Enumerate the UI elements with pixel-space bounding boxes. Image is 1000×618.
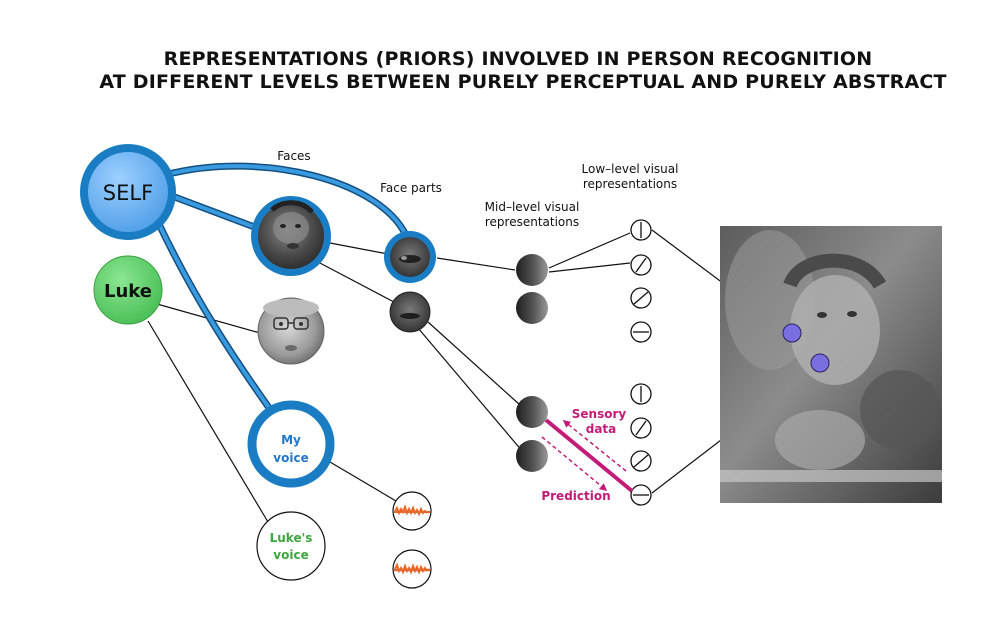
feature-dot-eye: [782, 323, 802, 343]
edge-myvoice-to-sound1: [329, 461, 397, 502]
mid-level-nodes: [516, 254, 548, 472]
edge-facepart2-to-mid4: [417, 327, 524, 453]
low-level-node-diagonal-2: [630, 287, 652, 309]
sensory-link: [544, 418, 634, 493]
diagram-title-line-2: AT DIFFERENT LEVELS BETWEEN PURELY PERCE…: [99, 71, 947, 93]
mid-level-node-1: [516, 254, 548, 286]
low-level-node-diagonal-3: [630, 417, 652, 439]
low-level-node-vertical-2: [630, 383, 652, 405]
luke-label: Luke: [104, 281, 152, 302]
label-faces: Faces: [277, 149, 310, 163]
my-voice-node: My voice: [247, 400, 335, 488]
low-level-node-vertical-1: [630, 219, 652, 241]
luke-face-image: [257, 297, 325, 365]
luke-node: Luke: [93, 255, 163, 325]
low-level-node-horizontal-1: [630, 321, 652, 343]
child-photo: [720, 226, 942, 503]
lukes-voice-node: Luke's voice: [256, 511, 326, 581]
edge-mid1-to-low2: [548, 262, 631, 273]
face-part-self: [384, 231, 436, 283]
feature-dot-mouth: [810, 353, 830, 373]
label-mid-level-2: representations: [485, 215, 579, 229]
sensory-data-label-2: data: [586, 422, 617, 436]
edge-mid1-to-low1: [548, 232, 631, 269]
sensory-prediction-pathway: Sensory data Prediction: [541, 407, 634, 503]
sensory-data-label-1: Sensory: [572, 407, 627, 421]
self-label: SELF: [103, 181, 153, 205]
label-face-parts: Face parts: [380, 181, 442, 195]
label-low-level-1: Low–level visual: [582, 162, 679, 176]
sound-snippet-1: [392, 491, 432, 531]
edge-face-to-facepart1: [329, 242, 389, 255]
diagram-title-line-1: REPRESENTATIONS (PRIORS) INVOLVED IN PER…: [163, 48, 873, 70]
label-low-level-2: representations: [583, 177, 677, 191]
label-mid-level-1: Mid–level visual: [485, 200, 580, 214]
low-level-nodes: [630, 219, 652, 506]
low-level-node-horizontal-2: [630, 484, 652, 506]
edge-facepart2-to-mid3: [427, 321, 521, 406]
lukes-voice-label-2: voice: [273, 548, 308, 562]
sound-snippet-2: [392, 549, 432, 589]
mid-level-node-4: [516, 440, 548, 472]
self-node: SELF: [80, 144, 176, 240]
edge-facepart1-to-mid1: [436, 257, 516, 271]
low-level-node-diagonal-4: [630, 450, 652, 472]
face-part-other: [389, 291, 431, 333]
edge-luke-to-lukesvoice: [147, 320, 269, 523]
sensory-data-arrow: [562, 420, 627, 472]
my-voice-label-1: My: [281, 433, 301, 447]
my-voice-label-2: voice: [273, 451, 308, 465]
self-face-image: [251, 196, 331, 276]
prediction-label: Prediction: [541, 489, 610, 503]
mid-level-node-2: [516, 292, 548, 324]
edge-face-to-facepart2: [317, 261, 395, 303]
column-labels: Faces Face parts Mid–level visual repres…: [277, 149, 678, 229]
low-level-node-diagonal-1: [630, 254, 652, 276]
lukes-voice-label-1: Luke's: [270, 531, 313, 545]
mid-level-node-3: [516, 396, 548, 428]
self-pathway: [154, 162, 412, 416]
